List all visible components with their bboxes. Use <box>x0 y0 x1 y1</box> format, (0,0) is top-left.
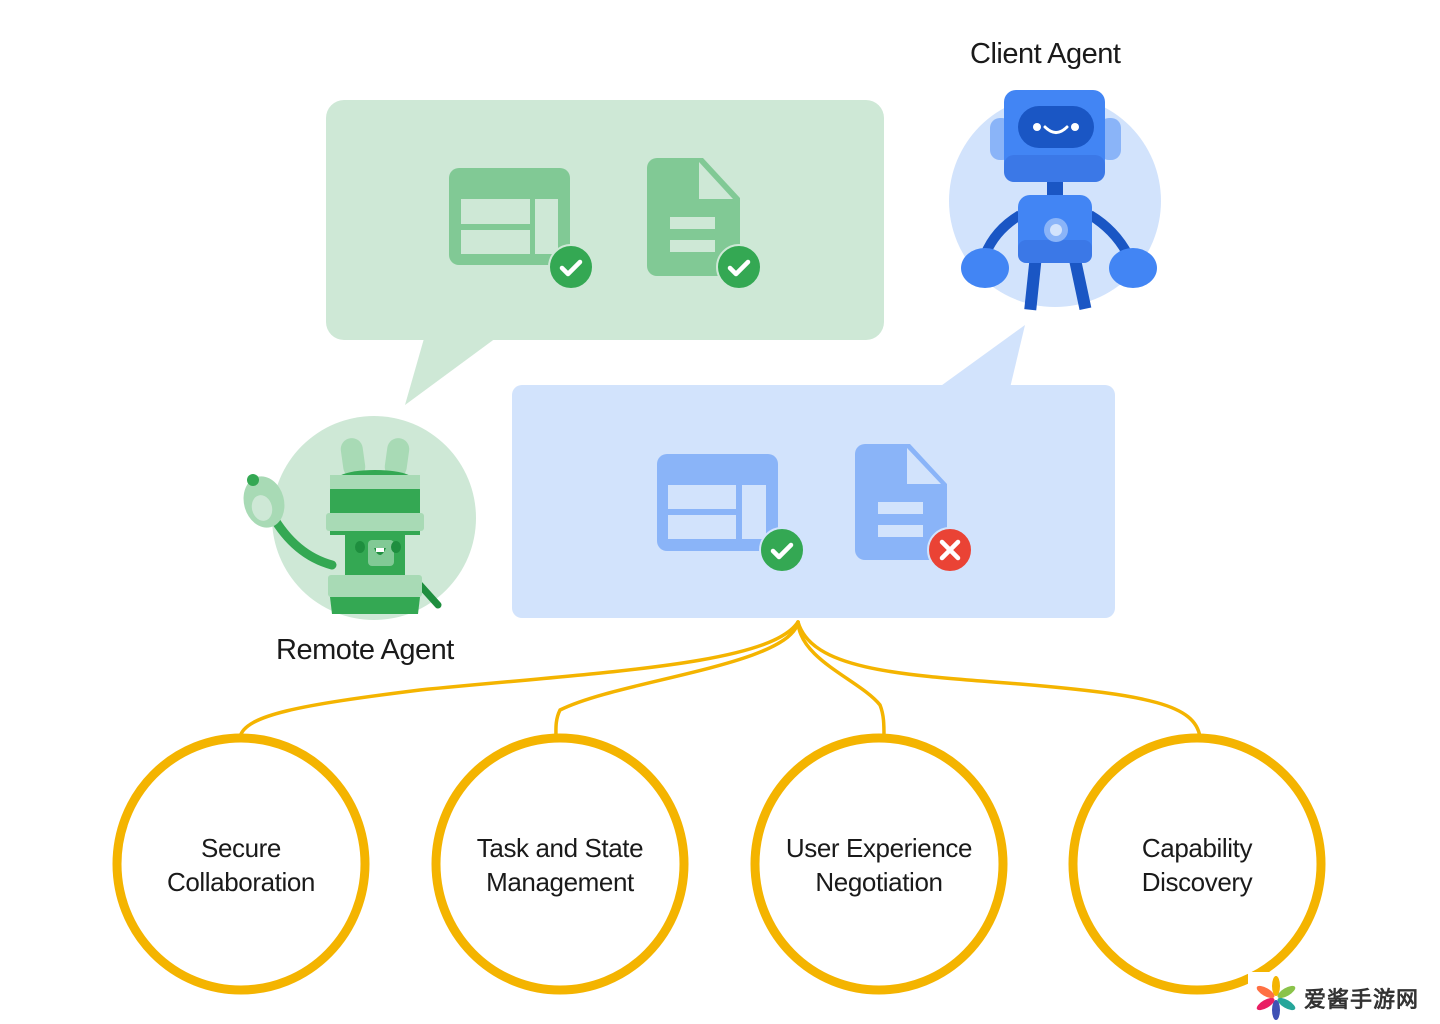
layout-icon <box>657 454 778 551</box>
document-icon <box>855 444 947 560</box>
capability-label-line: Management <box>486 867 634 897</box>
capability-circle-ux-negotiation <box>750 733 1008 995</box>
capability-circle-task-state <box>431 733 689 995</box>
capability-circles <box>112 733 1326 995</box>
capability-label: Capability Discovery <box>1087 831 1307 899</box>
check-badge-icon <box>716 244 762 290</box>
capability-circle-secure-collaboration <box>112 733 370 995</box>
layout-icon <box>449 168 570 265</box>
capability-label: User Experience Negotiation <box>769 831 989 899</box>
capability-label-line: Capability <box>1141 833 1253 863</box>
document-icon <box>647 158 740 276</box>
check-badge-icon <box>548 244 594 290</box>
capability-label-line: Discovery <box>1141 867 1253 897</box>
check-badge-icon <box>759 527 805 573</box>
error-badge-icon <box>927 527 973 573</box>
capability-label-line: Negotiation <box>815 867 943 897</box>
client-agent-avatar <box>949 90 1161 311</box>
remote-agent-label: Remote Agent <box>276 634 454 666</box>
connector-lines <box>238 620 1202 739</box>
capability-label-line: Collaboration <box>166 867 315 897</box>
client-request-bubble <box>512 325 1115 618</box>
capability-label-line: User Experience <box>785 833 973 863</box>
watermark: 爱酱手游网 <box>1248 972 1440 1024</box>
remote-agent-avatar <box>243 416 476 620</box>
capability-circle-capability-discovery <box>1068 733 1326 995</box>
pinwheel-logo-icon <box>1256 976 1296 1020</box>
capability-label-line: Secure <box>201 833 281 863</box>
capability-label: Task and State Management <box>450 831 670 899</box>
remote-response-bubble <box>326 100 884 405</box>
capability-label-line: Task and State <box>476 833 644 863</box>
watermark-text: 爱酱手游网 <box>1304 988 1420 1013</box>
green-robot-icon <box>243 438 442 614</box>
client-agent-label: Client Agent <box>970 38 1121 70</box>
capability-label: Secure Collaboration <box>131 831 351 899</box>
blue-robot-icon <box>961 90 1157 311</box>
